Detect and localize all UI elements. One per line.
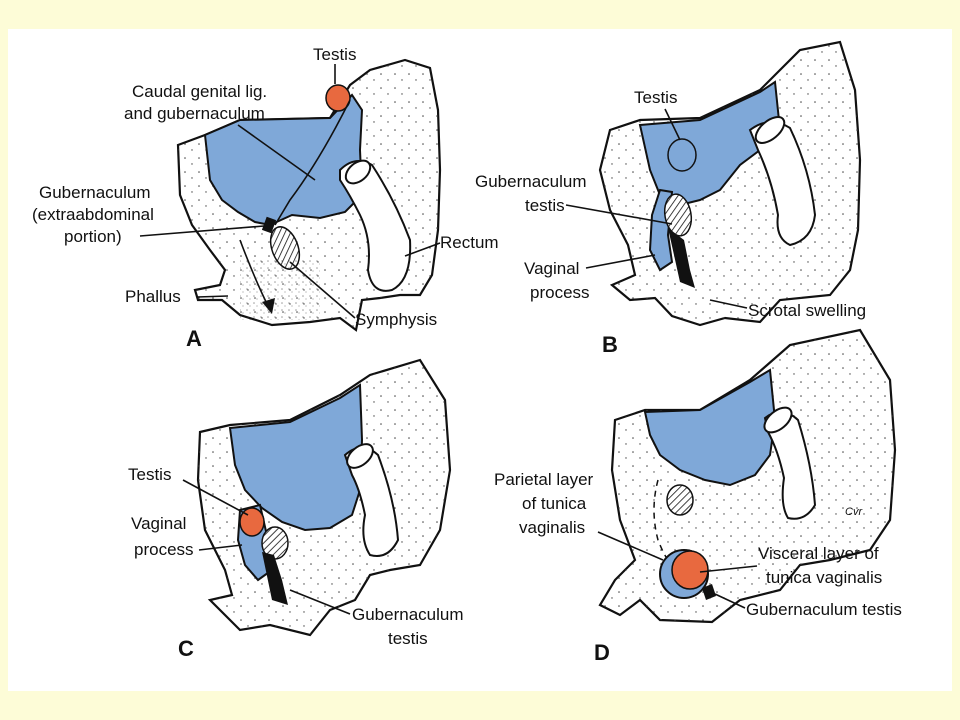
panel-d-peritoneal-cavity [643,368,777,487]
label-c-testis: Testis [128,465,171,484]
label-c-guber-line1: Gubernaculum [352,605,464,624]
label-d-visceral-line2: tunica vaginalis [766,568,882,587]
panel-d-symphysis [666,484,694,516]
panel-a-rectum-lumen [344,159,372,185]
label-a-symphysis: Symphysis [355,310,437,329]
label-a-caudal-line1: Caudal genital lig. [132,82,267,101]
panel-a-rectum [339,160,412,292]
panel-d-gubernaculum [702,584,716,600]
label-b-guber-line2: testis [525,196,565,215]
label-d-parietal-line2: of tunica [522,494,587,513]
label-a-testis: Testis [313,45,356,64]
label-b-testis: Testis [634,88,677,107]
panel-b-symphysis [663,193,693,237]
panel-b: Testis Gubernaculum testis Vaginal proce… [475,40,866,357]
panel-a: Testis Caudal genital lig. and gubernacu… [32,45,499,351]
panel-d: Cvr Parietal layer of tunica vaginalis V… [494,328,902,665]
label-b-guber-line1: Gubernaculum [475,172,587,191]
label-d-parietal-line1: Parietal layer [494,470,594,489]
label-d-visceral-line1: Visceral layer of [758,544,879,563]
panel-c: Testis Vaginal process Gubernaculum test… [128,358,464,661]
panel-b-gubernaculum [668,228,695,288]
label-a-guber-line1: Gubernaculum [39,183,151,202]
artist-signature: Cvr [845,506,863,518]
panel-c-gubernaculum [262,552,288,605]
panel-letter-d: D [594,640,610,665]
panel-letter-a: A [186,326,202,351]
panel-d-testis [671,550,709,590]
label-c-guber-line2: testis [388,629,428,648]
label-a-caudal-line2: and gubernaculum [124,104,265,123]
panel-d-rectum [763,411,817,520]
panel-b-rectum [748,121,817,247]
panel-c-testis [239,507,265,537]
panel-letter-c: C [178,636,194,661]
label-d-parietal-line3: vaginalis [519,518,585,537]
label-c-vaginal-line2: process [134,540,194,559]
label-b-vaginal-line1: Vaginal [524,259,579,278]
panel-a-testis [325,84,351,112]
panel-d-obliterated-process [653,479,669,561]
panel-d-rectum-lumen [763,406,793,434]
label-a-rectum: Rectum [440,233,499,252]
label-b-scrotal: Scrotal swelling [748,301,866,320]
label-a-phallus: Phallus [125,287,181,306]
panel-c-peritoneal-cavity [228,383,364,532]
label-a-guber-line3: portion) [64,227,122,246]
label-d-guber: Gubernaculum testis [746,600,902,619]
panel-letter-b: B [602,332,618,357]
panel-a-gubernaculum [261,216,277,234]
panel-b-testis [667,138,697,172]
panel-c-rectum-lumen [346,443,374,469]
label-c-vaginal-line1: Vaginal [131,514,186,533]
panel-b-rectum-lumen [754,116,786,144]
label-b-vaginal-line2: process [530,283,590,302]
label-a-guber-line2: (extraabdominal [32,205,154,224]
panel-c-rectum [343,446,400,557]
